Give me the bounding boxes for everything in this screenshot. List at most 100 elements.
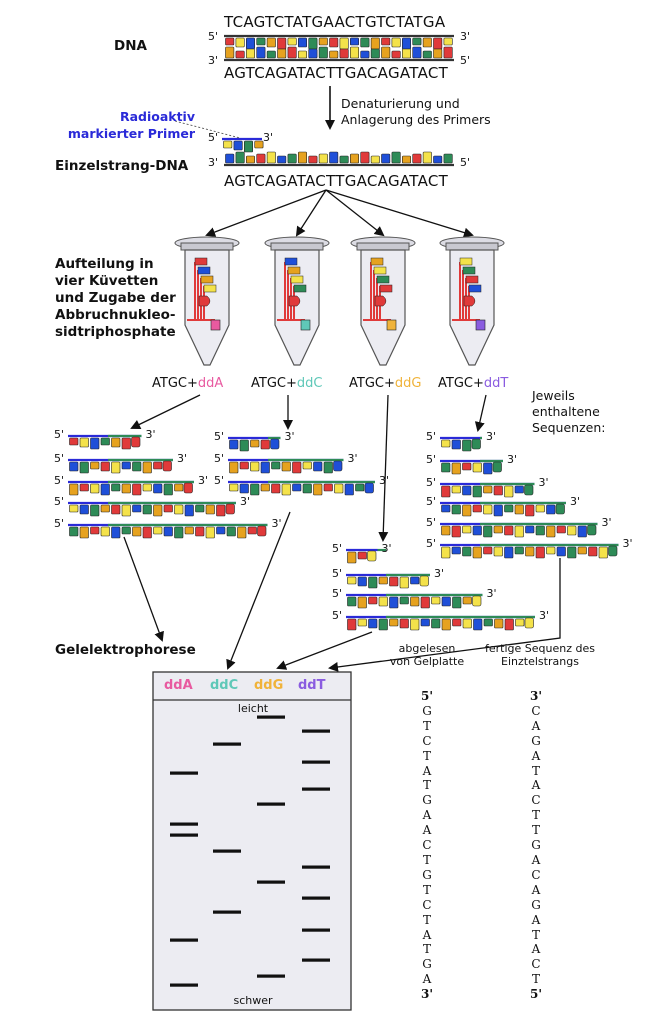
nucleotide	[121, 526, 131, 535]
nucleotide	[79, 437, 89, 448]
nucleotide	[132, 526, 142, 537]
fragment	[440, 436, 482, 452]
base-letter: A	[531, 852, 541, 867]
fragment	[440, 522, 598, 538]
nucleotide	[344, 483, 354, 496]
fragment-prime-5: 5'	[214, 474, 225, 487]
nucleotide	[441, 504, 451, 513]
base-letter: G	[531, 733, 541, 748]
nucleotide	[399, 576, 409, 589]
fragment	[440, 459, 503, 475]
nucleotide	[329, 50, 339, 59]
nucleotide	[378, 576, 388, 585]
nucleotide	[355, 483, 365, 492]
fragment-prime-5: 5'	[54, 474, 65, 487]
nucleotide	[100, 437, 110, 446]
nucleotide	[237, 526, 247, 539]
base-letter: C	[422, 838, 432, 853]
prime-top-3: 3'	[460, 30, 471, 43]
nucleotide	[525, 504, 535, 517]
nucleotide	[229, 483, 239, 492]
nucleotide	[297, 37, 307, 48]
fragment-prime-5: 5'	[426, 537, 437, 550]
nucleotide	[441, 462, 451, 473]
nucleotide	[323, 461, 333, 474]
fragment-prime-3: 3'	[434, 567, 445, 580]
nucleotide	[292, 461, 302, 474]
nucleotide	[308, 37, 318, 50]
nucleotide	[389, 618, 399, 627]
fragment-prime-3: 3'	[177, 452, 188, 465]
nucleotide	[266, 151, 276, 164]
arrow-to-gel-t	[328, 558, 561, 672]
nucleotide	[225, 153, 235, 164]
nucleotide	[483, 462, 493, 475]
label-read: abgelesen von Gelplatte	[389, 642, 465, 668]
nucleotide	[472, 546, 482, 559]
nucleotide	[195, 504, 205, 513]
nucleotide	[121, 504, 131, 517]
nucleotide	[153, 483, 163, 494]
prime-single-5: 5'	[460, 156, 471, 169]
gel-header-ddg: ddG	[254, 678, 284, 693]
nucleotide	[483, 546, 493, 555]
nucleotide	[556, 525, 566, 534]
nucleotide	[422, 37, 432, 48]
nucleotide	[246, 155, 256, 164]
base-letter: C	[422, 897, 432, 912]
nucleotide	[441, 618, 451, 631]
nucleotide	[79, 526, 89, 539]
base-letter: C	[531, 793, 541, 808]
base-letter: G	[531, 838, 541, 853]
base-letter: A	[422, 972, 432, 987]
nucleotide	[391, 37, 401, 48]
base-letter: A	[422, 927, 432, 942]
base-letter: G	[422, 957, 432, 972]
base-letter: A	[531, 748, 541, 763]
nucleotide	[462, 504, 472, 517]
label-single-strand: Einzelstrang-DNA	[55, 158, 189, 174]
label-primer: Radioaktiv markierter Primer	[67, 109, 195, 141]
nucleotide	[184, 526, 194, 535]
nucleotide	[69, 437, 79, 446]
base-letter: T	[422, 852, 431, 867]
prime-bot-3: 3'	[208, 54, 219, 67]
nucleotide	[349, 153, 359, 164]
nucleotide	[431, 618, 441, 629]
base-letter: G	[422, 703, 432, 718]
nucleotide	[462, 485, 472, 496]
fragment	[440, 482, 535, 498]
fragment-prime-5: 5'	[426, 476, 437, 489]
nucleotide	[297, 50, 307, 59]
nucleotide	[247, 526, 257, 535]
nucleotide	[368, 576, 378, 589]
nucleotide	[391, 151, 401, 164]
nucleotide	[494, 618, 504, 629]
nucleotide	[246, 48, 256, 59]
fragment-prime-3: 3'	[538, 476, 549, 489]
label-gel: Gelelektrophorese	[55, 642, 196, 658]
nucleotide	[410, 618, 420, 631]
nucleotide	[412, 153, 422, 164]
base-letter: T	[422, 748, 431, 763]
nucleotide	[287, 153, 297, 164]
nucleotide	[451, 485, 461, 494]
nucleotide	[225, 37, 235, 46]
nucleotide	[452, 596, 462, 609]
nucleotide	[441, 439, 451, 448]
arrow-tube-1	[205, 189, 327, 237]
nucleotide	[462, 525, 472, 534]
prime-bot-5: 5'	[460, 54, 471, 67]
nucleotide	[69, 526, 79, 537]
fragment-prime-3: 3'	[381, 542, 392, 555]
nucleotide	[216, 504, 226, 517]
nucleotide	[493, 485, 503, 496]
fragment-prime-3: 3'	[486, 430, 497, 443]
nucleotide	[339, 48, 349, 59]
nucleotide	[229, 439, 239, 450]
nucleotide	[318, 153, 328, 164]
gel-heavy: schwer	[233, 994, 273, 1007]
